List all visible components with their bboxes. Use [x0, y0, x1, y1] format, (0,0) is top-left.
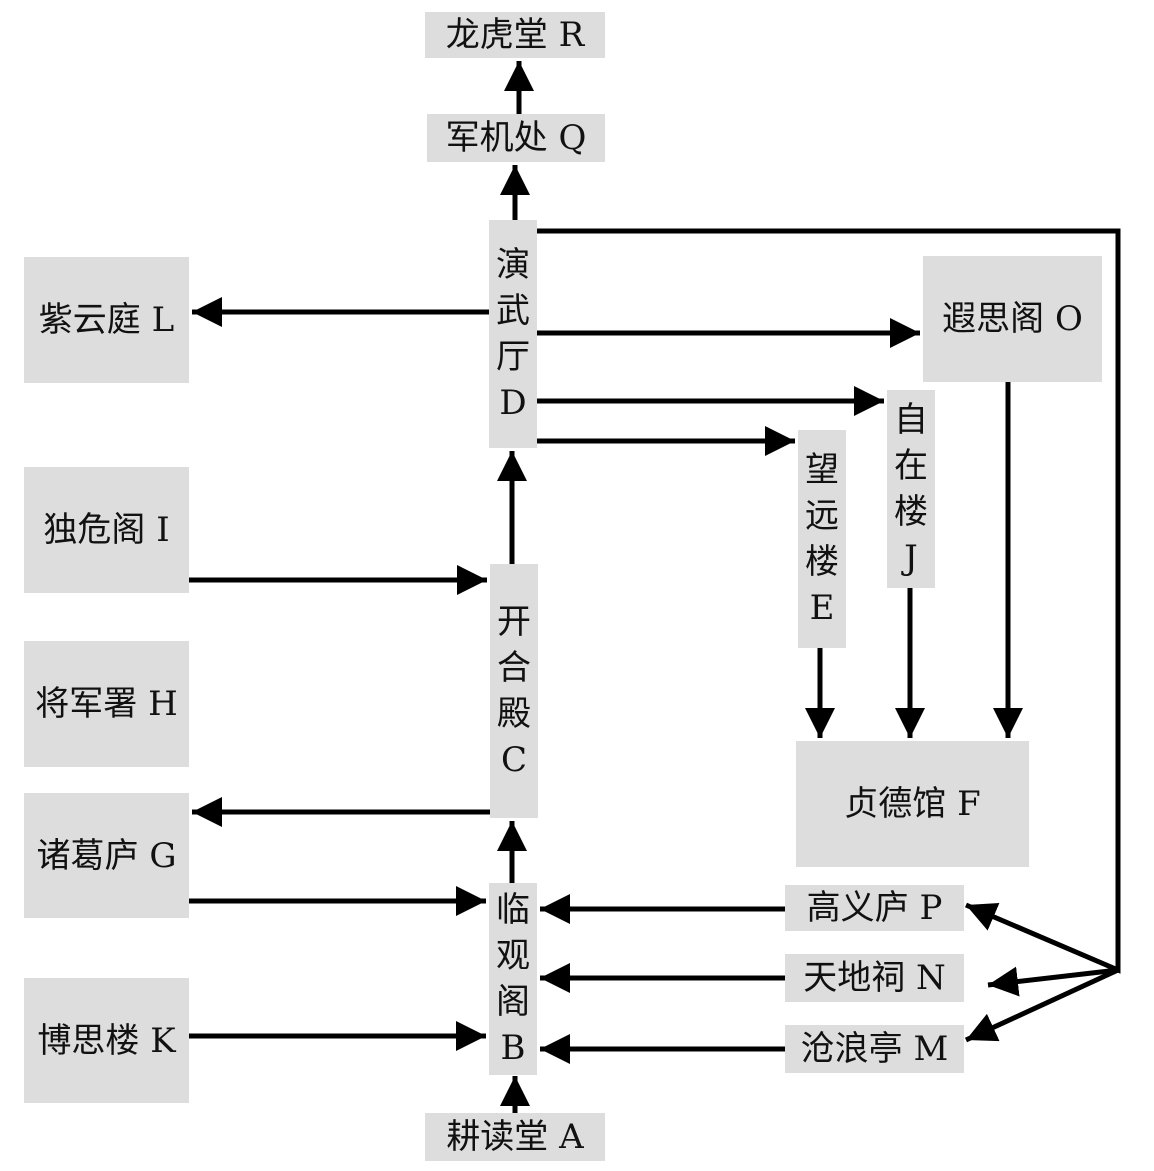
node-c-name: 开合殿 — [497, 602, 531, 734]
node-f-name: 贞德馆 — [844, 784, 947, 824]
node-d-name: 演武厅 — [496, 245, 530, 377]
node-h-letter: H — [148, 684, 178, 724]
node-f-letter: F — [957, 784, 981, 824]
node-e: 望远楼 E — [798, 430, 846, 648]
node-c-letter: C — [500, 740, 527, 780]
node-r: 龙虎堂 R — [425, 12, 605, 58]
node-f: 贞德馆 F — [796, 741, 1029, 867]
node-m-name: 沧浪亭 — [800, 1029, 903, 1069]
node-o-name: 遐思阁 — [942, 299, 1045, 339]
node-m-letter: M — [913, 1029, 949, 1069]
node-m: 沧浪亭 M — [785, 1025, 964, 1073]
node-p-letter: P — [919, 888, 943, 928]
node-b-letter: B — [500, 1028, 526, 1068]
node-j: 自在楼 J — [887, 390, 935, 588]
node-h-name: 将军署 — [35, 684, 138, 724]
node-e-name: 望远楼 — [805, 450, 839, 582]
node-e-letter: E — [809, 588, 835, 628]
node-d-letter: D — [499, 383, 527, 423]
edge-d-m — [964, 967, 1120, 1043]
node-a-name: 耕读堂 — [446, 1117, 549, 1157]
node-i-letter: I — [156, 510, 170, 550]
node-k: 博思楼 K — [24, 978, 189, 1103]
node-p-name: 高义庐 — [806, 888, 909, 928]
node-d: 演武厅 D — [489, 220, 537, 448]
node-q-letter: Q — [558, 118, 587, 158]
node-r-letter: R — [558, 15, 585, 55]
node-l-letter: L — [151, 300, 175, 340]
node-g: 诸葛庐 G — [24, 793, 189, 918]
node-c: 开合殿 C — [490, 564, 538, 818]
node-p: 高义庐 P — [785, 885, 964, 931]
node-g-name: 诸葛庐 — [36, 835, 139, 876]
node-k-letter: K — [150, 1020, 176, 1061]
node-j-letter: J — [904, 538, 918, 578]
node-a: 耕读堂 A — [425, 1113, 605, 1161]
node-a-letter: A — [559, 1117, 584, 1157]
node-h: 将军署 H — [24, 641, 189, 767]
node-o-letter: O — [1054, 299, 1083, 339]
node-l-name: 紫云庭 — [38, 300, 141, 340]
node-l: 紫云庭 L — [24, 257, 189, 383]
node-n: 天地祠 N — [785, 954, 964, 1002]
node-i-name: 独危阁 — [43, 510, 146, 550]
node-j-name: 自在楼 — [894, 400, 928, 532]
edge-d-p — [537, 228, 1121, 974]
node-n-letter: N — [916, 958, 946, 998]
node-b-name: 临观阁 — [496, 890, 530, 1022]
node-q-name: 军机处 — [445, 118, 548, 158]
node-g-letter: G — [149, 835, 177, 876]
node-r-name: 龙虎堂 — [445, 15, 548, 55]
node-n-name: 天地祠 — [803, 958, 906, 998]
edge-d-n — [987, 966, 1119, 997]
node-b: 临观阁 B — [489, 883, 537, 1075]
node-k-name: 博思楼 — [37, 1020, 140, 1061]
node-i: 独危阁 I — [24, 467, 189, 593]
node-o: 遐思阁 O — [923, 256, 1102, 382]
node-q: 军机处 Q — [427, 114, 605, 162]
